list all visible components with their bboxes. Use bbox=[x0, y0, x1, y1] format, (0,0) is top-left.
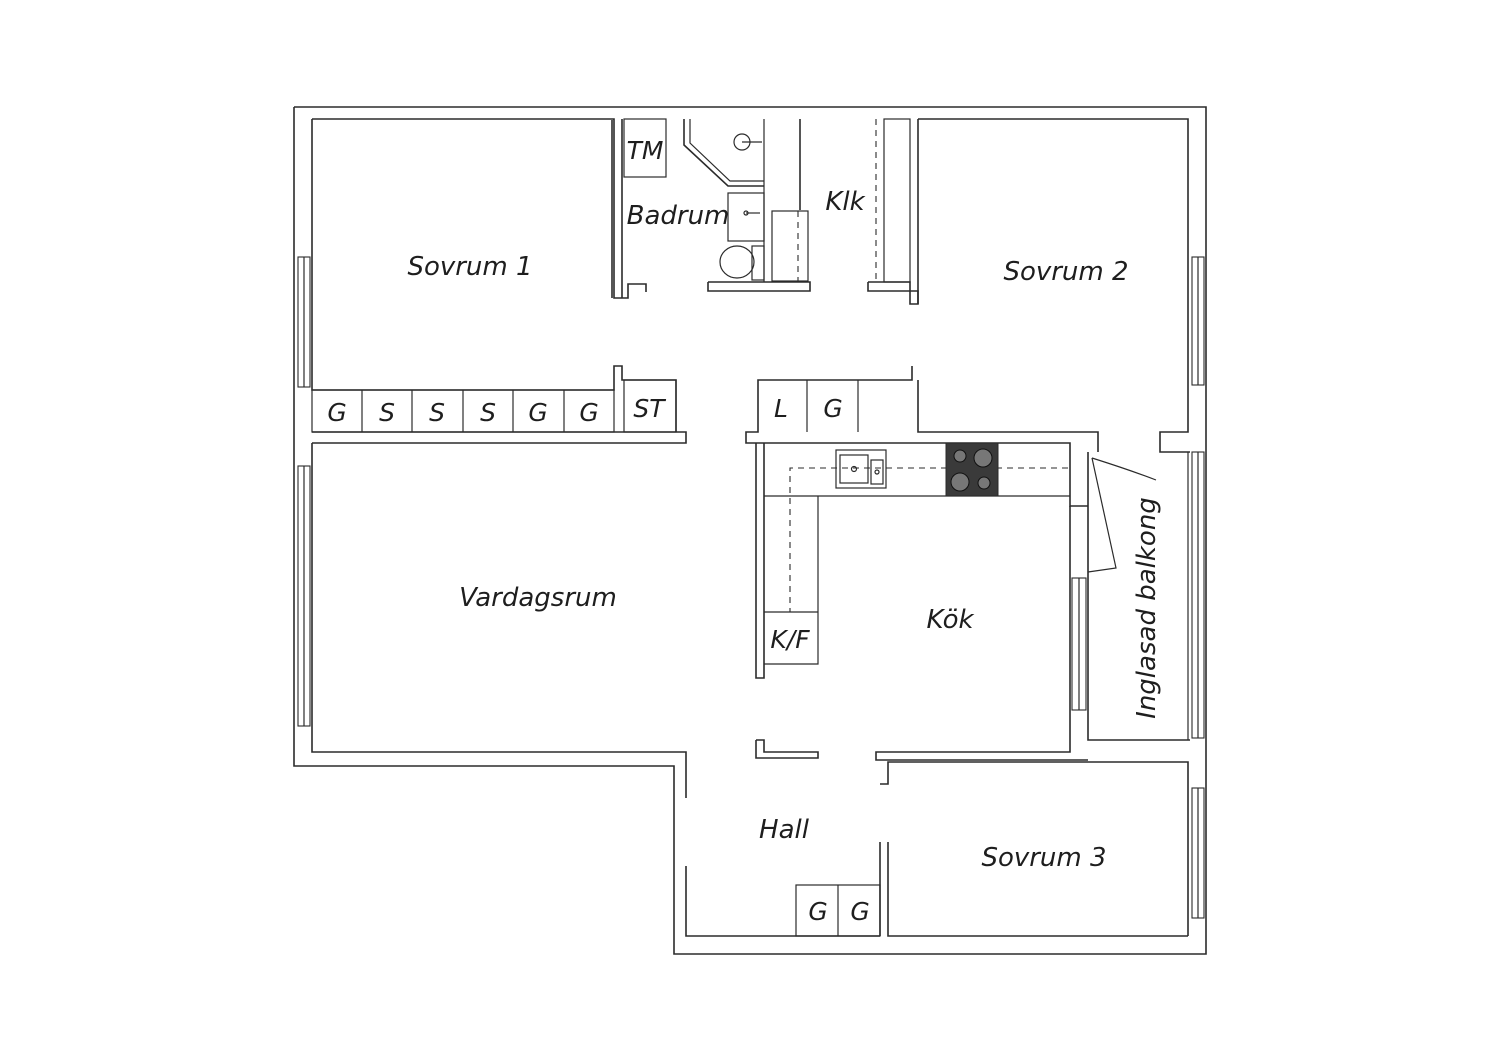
wardrobe-row bbox=[311, 379, 687, 444]
wardrobe-label: S bbox=[379, 398, 395, 427]
room-labels: Sovrum 1 Sovrum 2 Sovrum 3 Badrum Klk Va… bbox=[407, 187, 1162, 873]
windows-left bbox=[297, 256, 311, 727]
outer-walls bbox=[293, 106, 1207, 955]
vardagsrum-walls bbox=[311, 443, 687, 798]
kitchen-cabinets-top bbox=[806, 380, 859, 432]
label-sovrum1: Sovrum 1 bbox=[407, 252, 532, 282]
label-klk: Klk bbox=[825, 187, 865, 217]
fixture-labels: TM ST K/F L G G S S S G G G G bbox=[327, 136, 869, 926]
windows-right-bottom bbox=[1191, 787, 1205, 919]
wardrobe-label: G bbox=[528, 398, 547, 427]
label-kf: K/F bbox=[770, 625, 810, 654]
hall-walls bbox=[685, 739, 1189, 937]
hall-wardrobe-label: G bbox=[850, 897, 869, 926]
wardrobe-label: S bbox=[429, 398, 445, 427]
label-balkong: Inglasad balkong bbox=[1132, 497, 1162, 719]
wardrobe-label: G bbox=[327, 398, 346, 427]
label-kok: Kök bbox=[926, 605, 974, 635]
label-hall: Hall bbox=[759, 815, 810, 845]
sovrum2-walls bbox=[745, 118, 1205, 507]
label-sovrum3: Sovrum 3 bbox=[981, 843, 1106, 873]
label-tm: TM bbox=[627, 136, 664, 165]
wardrobe-label: G bbox=[579, 398, 598, 427]
label-g-kitchen: G bbox=[823, 394, 842, 423]
label-vardagsrum: Vardagsrum bbox=[459, 583, 617, 613]
kok-walls bbox=[755, 442, 1088, 761]
wardrobe-label: S bbox=[480, 398, 496, 427]
label-st: ST bbox=[633, 394, 666, 423]
label-badrum: Badrum bbox=[627, 201, 730, 231]
badrum-walls bbox=[623, 118, 811, 292]
label-sovrum2: Sovrum 2 bbox=[1003, 257, 1128, 287]
klk-walls bbox=[799, 118, 919, 305]
hall-wardrobe-label: G bbox=[808, 897, 827, 926]
label-l: L bbox=[774, 394, 788, 423]
balkong-walls bbox=[1087, 451, 1205, 741]
